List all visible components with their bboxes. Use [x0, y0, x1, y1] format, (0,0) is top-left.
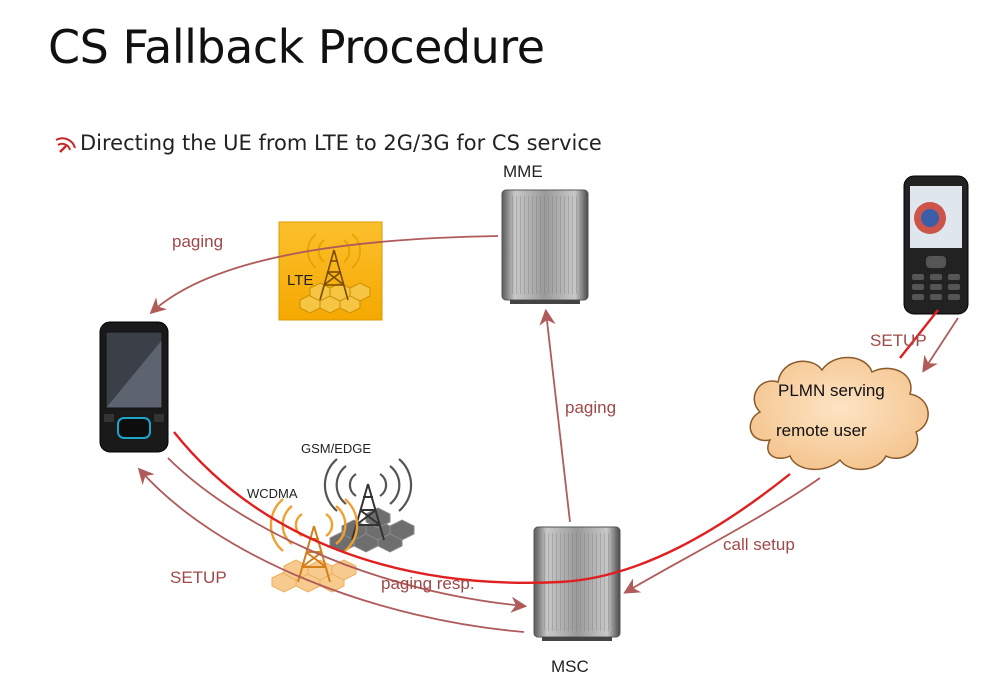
- plmn-cloud-icon: [749, 356, 929, 471]
- gsm-label: GSM/EDGE: [301, 441, 372, 456]
- msc-label: MSC: [551, 657, 589, 676]
- msc-server-icon: [533, 526, 621, 641]
- arrow-call-setup: [623, 477, 821, 594]
- call-path-line: [173, 431, 791, 584]
- plmn-label-line2: remote user: [776, 421, 867, 440]
- wcdma-tower-icon: [269, 498, 359, 593]
- remote-phone-icon: [903, 175, 969, 315]
- label-setup-remote: SETUP: [870, 331, 927, 350]
- page-title: CS Fallback Procedure: [48, 20, 545, 74]
- label-paging-resp: paging resp.: [381, 574, 475, 593]
- page-subtitle: Directing the UE from LTE to 2G/3G for C…: [80, 131, 602, 155]
- arrow-setup-ue: [137, 467, 525, 633]
- gsm-tower-icon: [323, 458, 415, 553]
- label-paging-msc: paging: [565, 398, 617, 417]
- wcdma-label: WCDMA: [247, 486, 298, 501]
- mme-server-icon: [501, 189, 589, 304]
- ue-phone-icon: [99, 321, 169, 453]
- call-path-remote-line: [899, 309, 939, 359]
- label-call-setup: call setup: [723, 535, 795, 554]
- arrow-setup-remote: [922, 317, 959, 373]
- arrow-paging-lte: [149, 235, 499, 315]
- label-setup-ue: SETUP: [170, 568, 227, 587]
- lte-cell-icon: [278, 221, 383, 321]
- arrow-paging-msc: [539, 308, 571, 523]
- lte-label: LTE: [287, 272, 314, 289]
- mme-label: MME: [503, 162, 543, 181]
- label-paging-lte: paging: [172, 232, 224, 251]
- arrow-paging-resp: [167, 457, 528, 613]
- signal-bullet-icon: [55, 137, 76, 153]
- plmn-label-line1: PLMN serving: [778, 381, 885, 400]
